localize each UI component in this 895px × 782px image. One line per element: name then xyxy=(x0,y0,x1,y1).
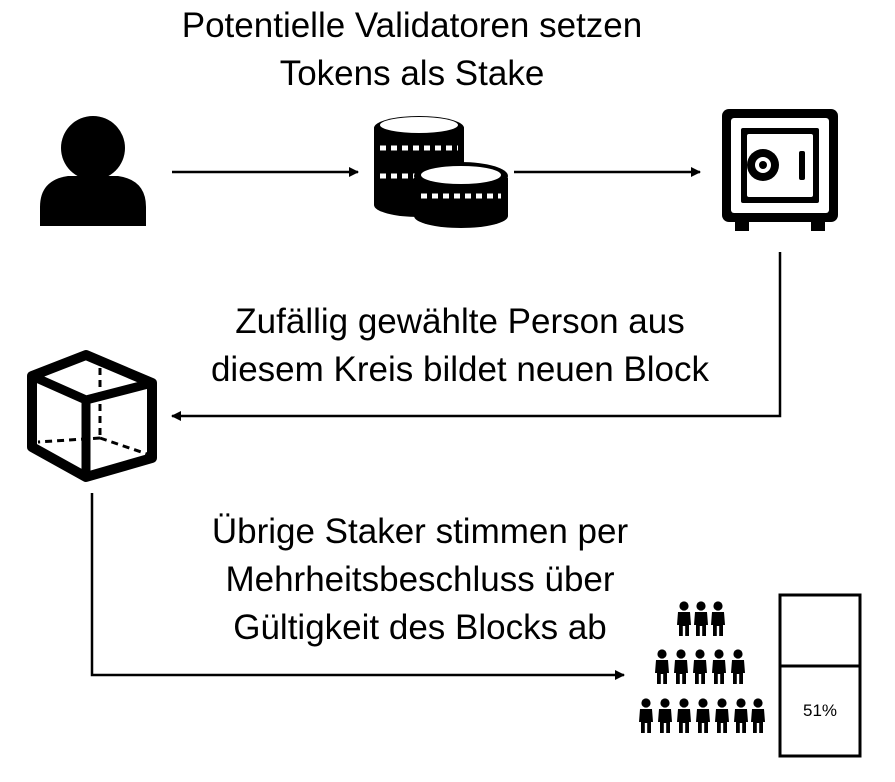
vote-box xyxy=(778,593,862,758)
caption-line: Gültigkeit des Blocks ab xyxy=(233,608,607,647)
arrow-safe-to-cube xyxy=(171,252,782,421)
caption-line: Zufällig gewählte Person aus xyxy=(235,302,685,341)
cube-icon xyxy=(27,350,157,482)
vote-percent-label: 51% xyxy=(802,701,838,720)
caption-line: Potentielle Validatoren setzen xyxy=(181,6,643,45)
caption-voting: Übrige Staker stimmen per Mehrheitsbesch… xyxy=(120,508,720,652)
arrow-cube-to-crowd xyxy=(90,493,625,680)
person-icon xyxy=(40,116,146,226)
caption-line: Mehrheitsbeschluss über xyxy=(225,560,615,599)
caption-staking: Potentielle Validatoren setzen Tokens al… xyxy=(112,2,712,98)
caption-line: Übrige Staker stimmen per xyxy=(211,512,629,551)
safe-icon xyxy=(722,109,838,231)
coins-icon xyxy=(374,116,508,228)
caption-line: diesem Kreis bildet neuen Block xyxy=(210,350,710,389)
caption-line: Tokens als Stake xyxy=(279,54,545,93)
caption-selection: Zufällig gewählte Person aus diesem Krei… xyxy=(130,298,790,394)
